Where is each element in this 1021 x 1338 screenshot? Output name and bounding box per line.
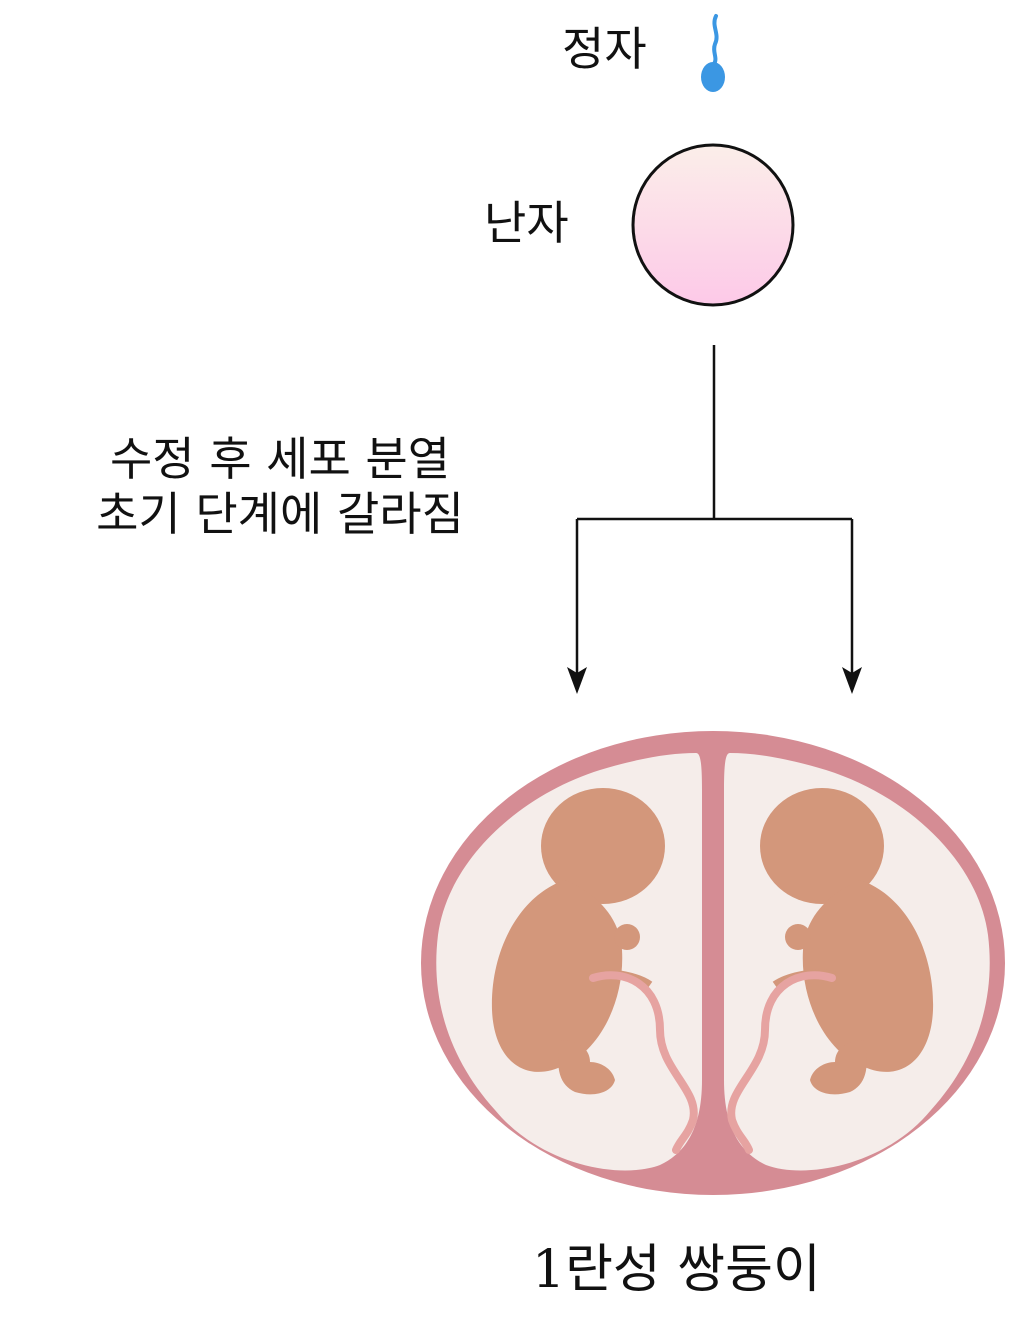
egg-cell-icon (631, 143, 795, 307)
twins-label: 1란성 쌍둥이 (532, 1240, 821, 1300)
division-note-line-1: 수정 후 세포 분열 (109, 432, 451, 486)
sperm-label: 정자 (562, 22, 647, 76)
arrowhead-left (567, 667, 587, 694)
egg-label: 난자 (484, 196, 569, 250)
fetus-left (491, 788, 665, 1095)
arrowhead-right (842, 667, 862, 694)
umbilical-cord-right (727, 971, 836, 1154)
split-arrows (575, 345, 854, 678)
twin-fetuses-in-shared-placenta-icon (421, 731, 1005, 1195)
sperm-icon (701, 14, 725, 92)
division-note-line-2: 초기 단계에 갈라짐 (96, 487, 464, 542)
division-note: 수정 후 세포 분열 초기 단계에 갈라짐 (20, 432, 540, 542)
umbilical-cord-left (589, 971, 698, 1154)
